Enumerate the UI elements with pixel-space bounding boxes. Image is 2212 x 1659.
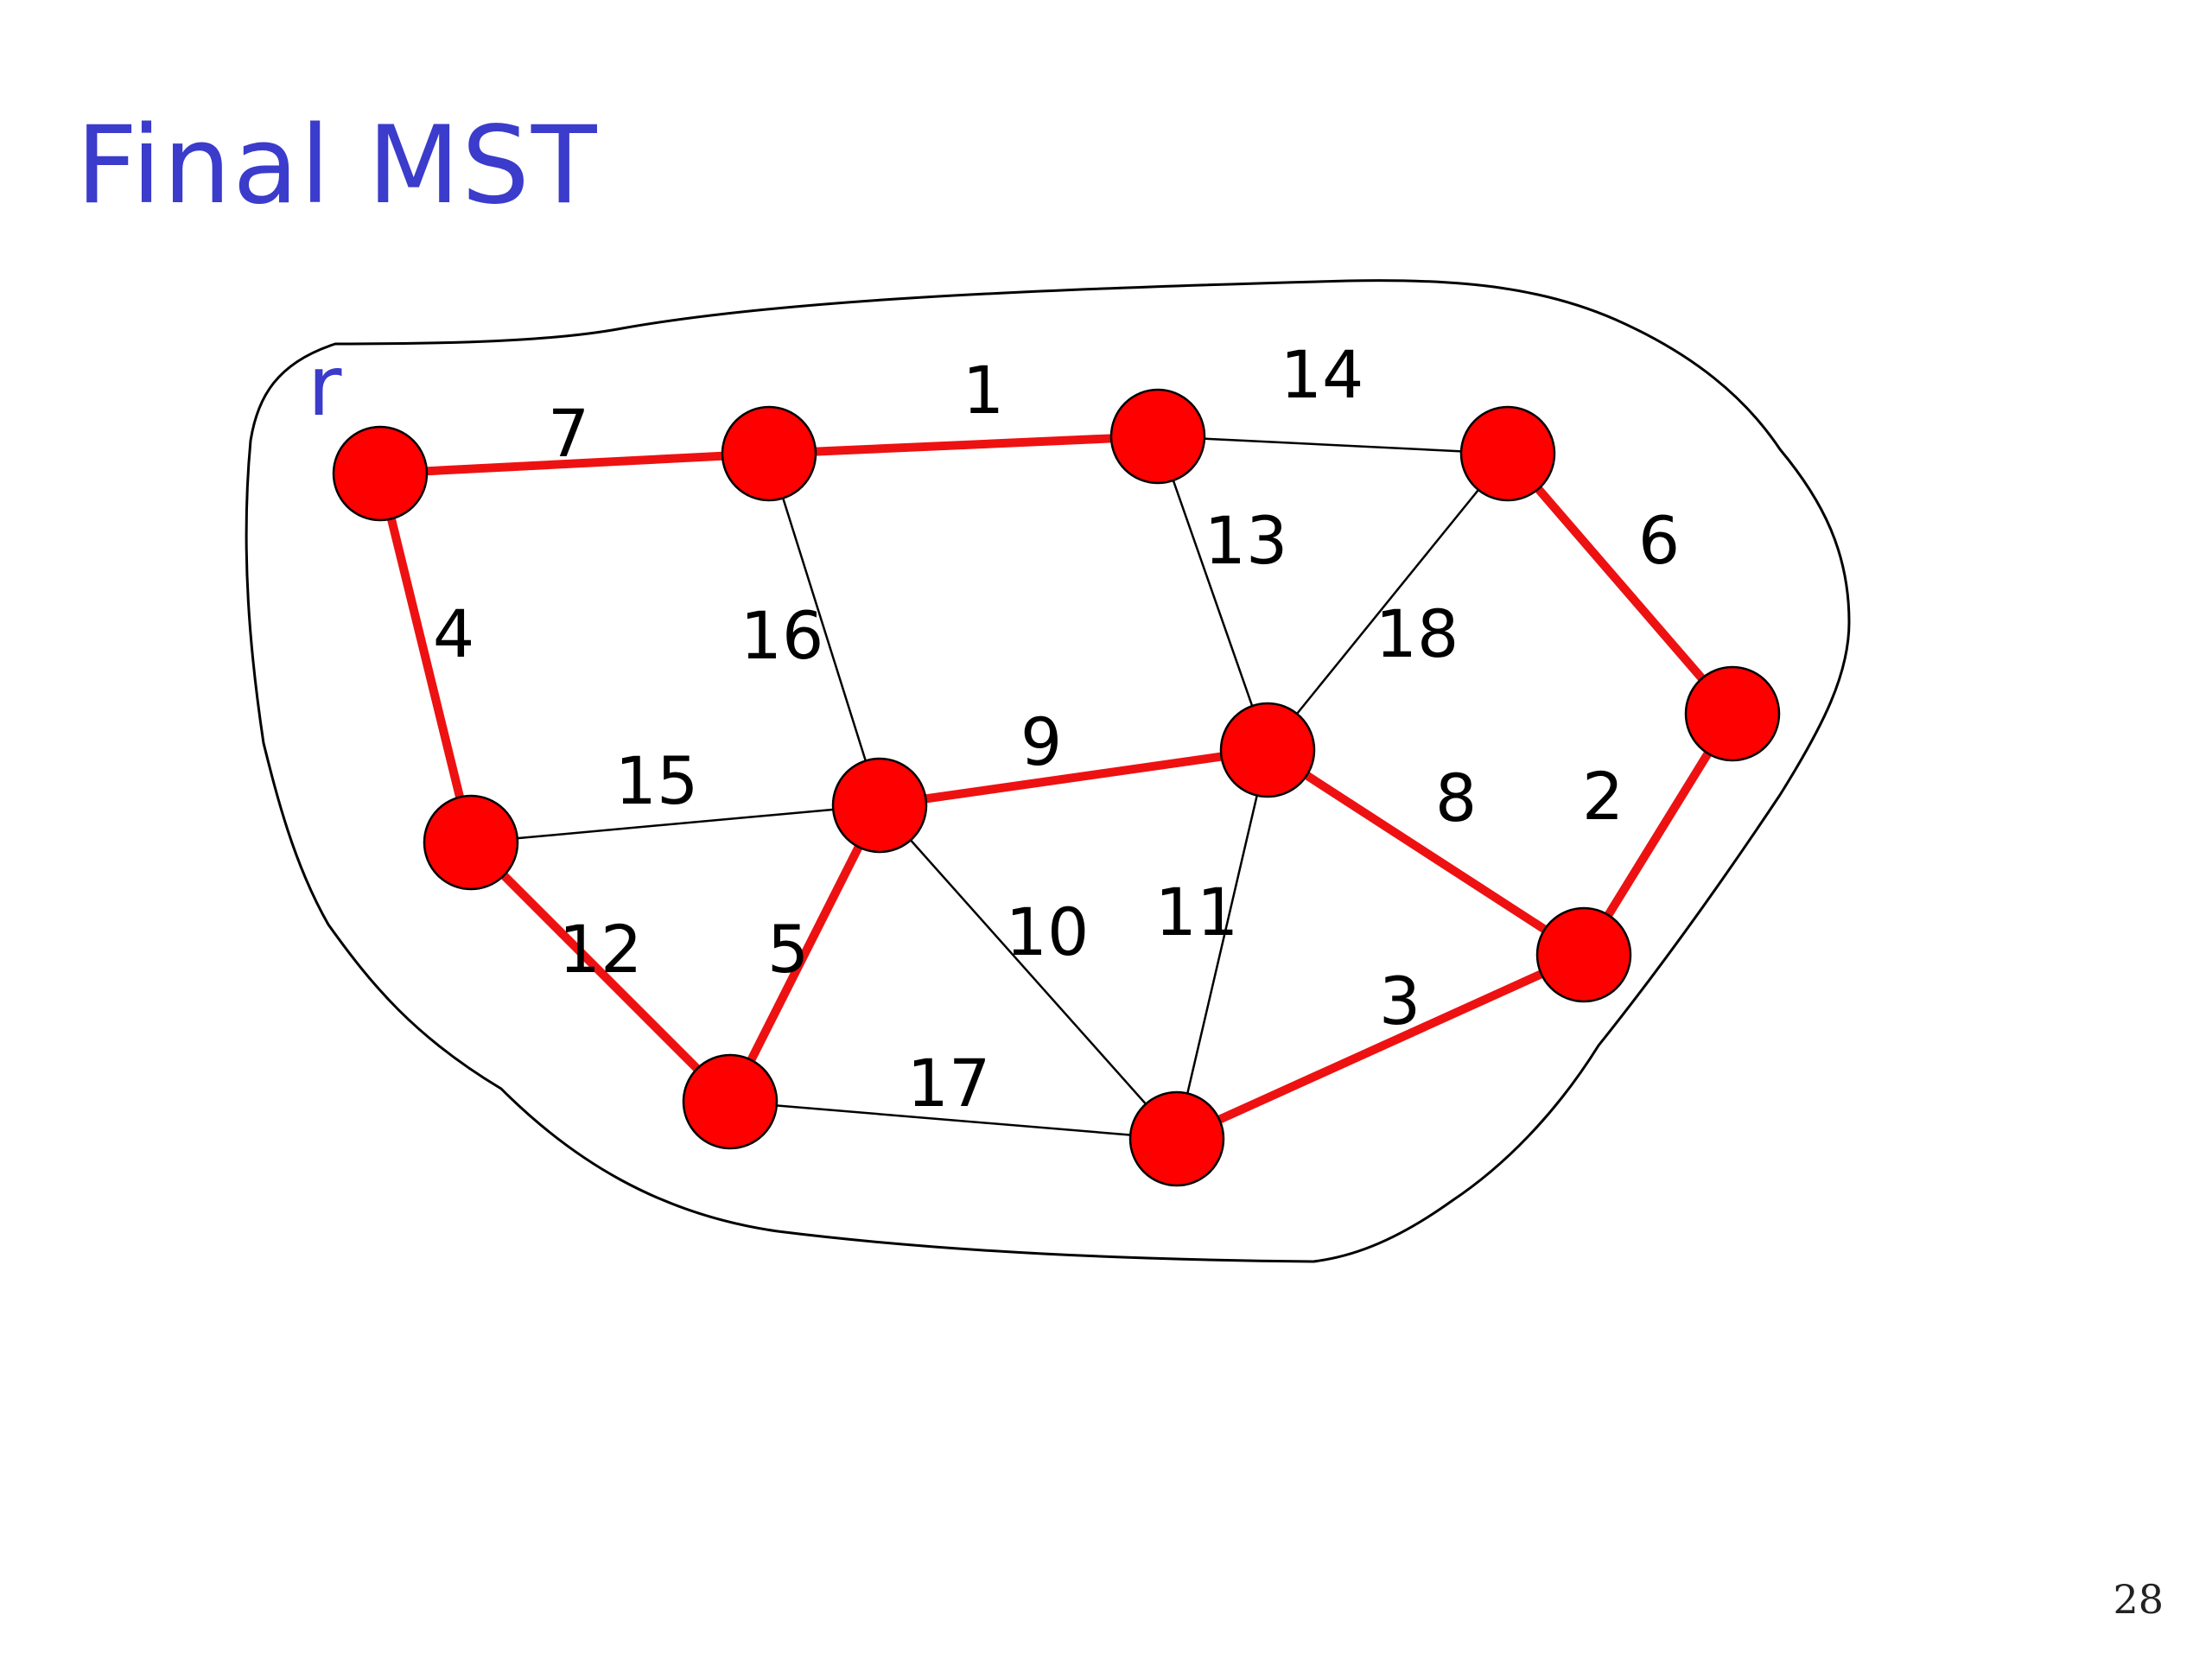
edge-weight-label: 13	[1205, 502, 1288, 579]
edge-weight-label: 6	[1638, 502, 1680, 579]
edge-weight-label: 10	[1006, 893, 1090, 970]
edge-weight-label: 16	[741, 597, 824, 674]
edge-weight-label: 8	[1435, 760, 1477, 836]
edge-weight-label: 12	[559, 911, 643, 988]
mst-edge-1	[768, 432, 1159, 458]
graph-boundary-outline	[245, 279, 1851, 1263]
mst-edge-4	[376, 472, 475, 844]
graph-node	[1109, 388, 1206, 485]
page-number: 28	[2113, 1576, 2164, 1623]
graph-node	[1535, 906, 1632, 1003]
slide-title: Final MST	[76, 104, 599, 228]
edge-weight-label: 14	[1281, 336, 1364, 413]
graph-node	[831, 757, 928, 854]
graph-node	[1459, 405, 1556, 502]
mst-edge-3	[1174, 950, 1586, 1143]
mst-edge-8	[1265, 746, 1586, 959]
graph-node	[1684, 665, 1781, 762]
graph-node	[721, 405, 817, 502]
edge-weight-label: 3	[1379, 963, 1421, 1039]
graph-node	[1219, 702, 1316, 798]
graph-node	[332, 425, 429, 522]
edge-14	[1157, 435, 1509, 455]
edge-weight-label: 2	[1582, 758, 1624, 835]
root-label: r	[308, 338, 342, 435]
edge-weight-label: 1	[963, 352, 1004, 429]
edge-weight-label: 11	[1155, 874, 1239, 950]
edge-16	[767, 453, 881, 806]
edge-weight-label: 9	[1020, 703, 1062, 780]
mst-edge-12	[467, 839, 734, 1105]
edge-weight-label: 5	[767, 911, 809, 988]
edge-15	[470, 804, 880, 844]
edge-weight-label: 4	[433, 595, 474, 672]
graph-node	[682, 1053, 779, 1150]
edge-weight-label: 18	[1376, 595, 1459, 672]
edge-11	[1175, 749, 1269, 1140]
mst-edge-6	[1504, 450, 1736, 717]
mst-edge-5	[726, 803, 884, 1104]
mst-edge-7	[379, 449, 770, 478]
edge-weight-label: 15	[615, 742, 699, 819]
edge-17	[729, 1100, 1178, 1141]
mst-edge-9	[879, 746, 1268, 810]
edge-18	[1267, 453, 1509, 751]
graph-node	[423, 794, 519, 891]
edge-13	[1156, 435, 1269, 751]
edge-weight-label: 17	[907, 1045, 991, 1122]
graph-node	[1128, 1090, 1225, 1187]
edge-10	[879, 804, 1178, 1140]
edge-weight-label: 7	[548, 395, 589, 472]
